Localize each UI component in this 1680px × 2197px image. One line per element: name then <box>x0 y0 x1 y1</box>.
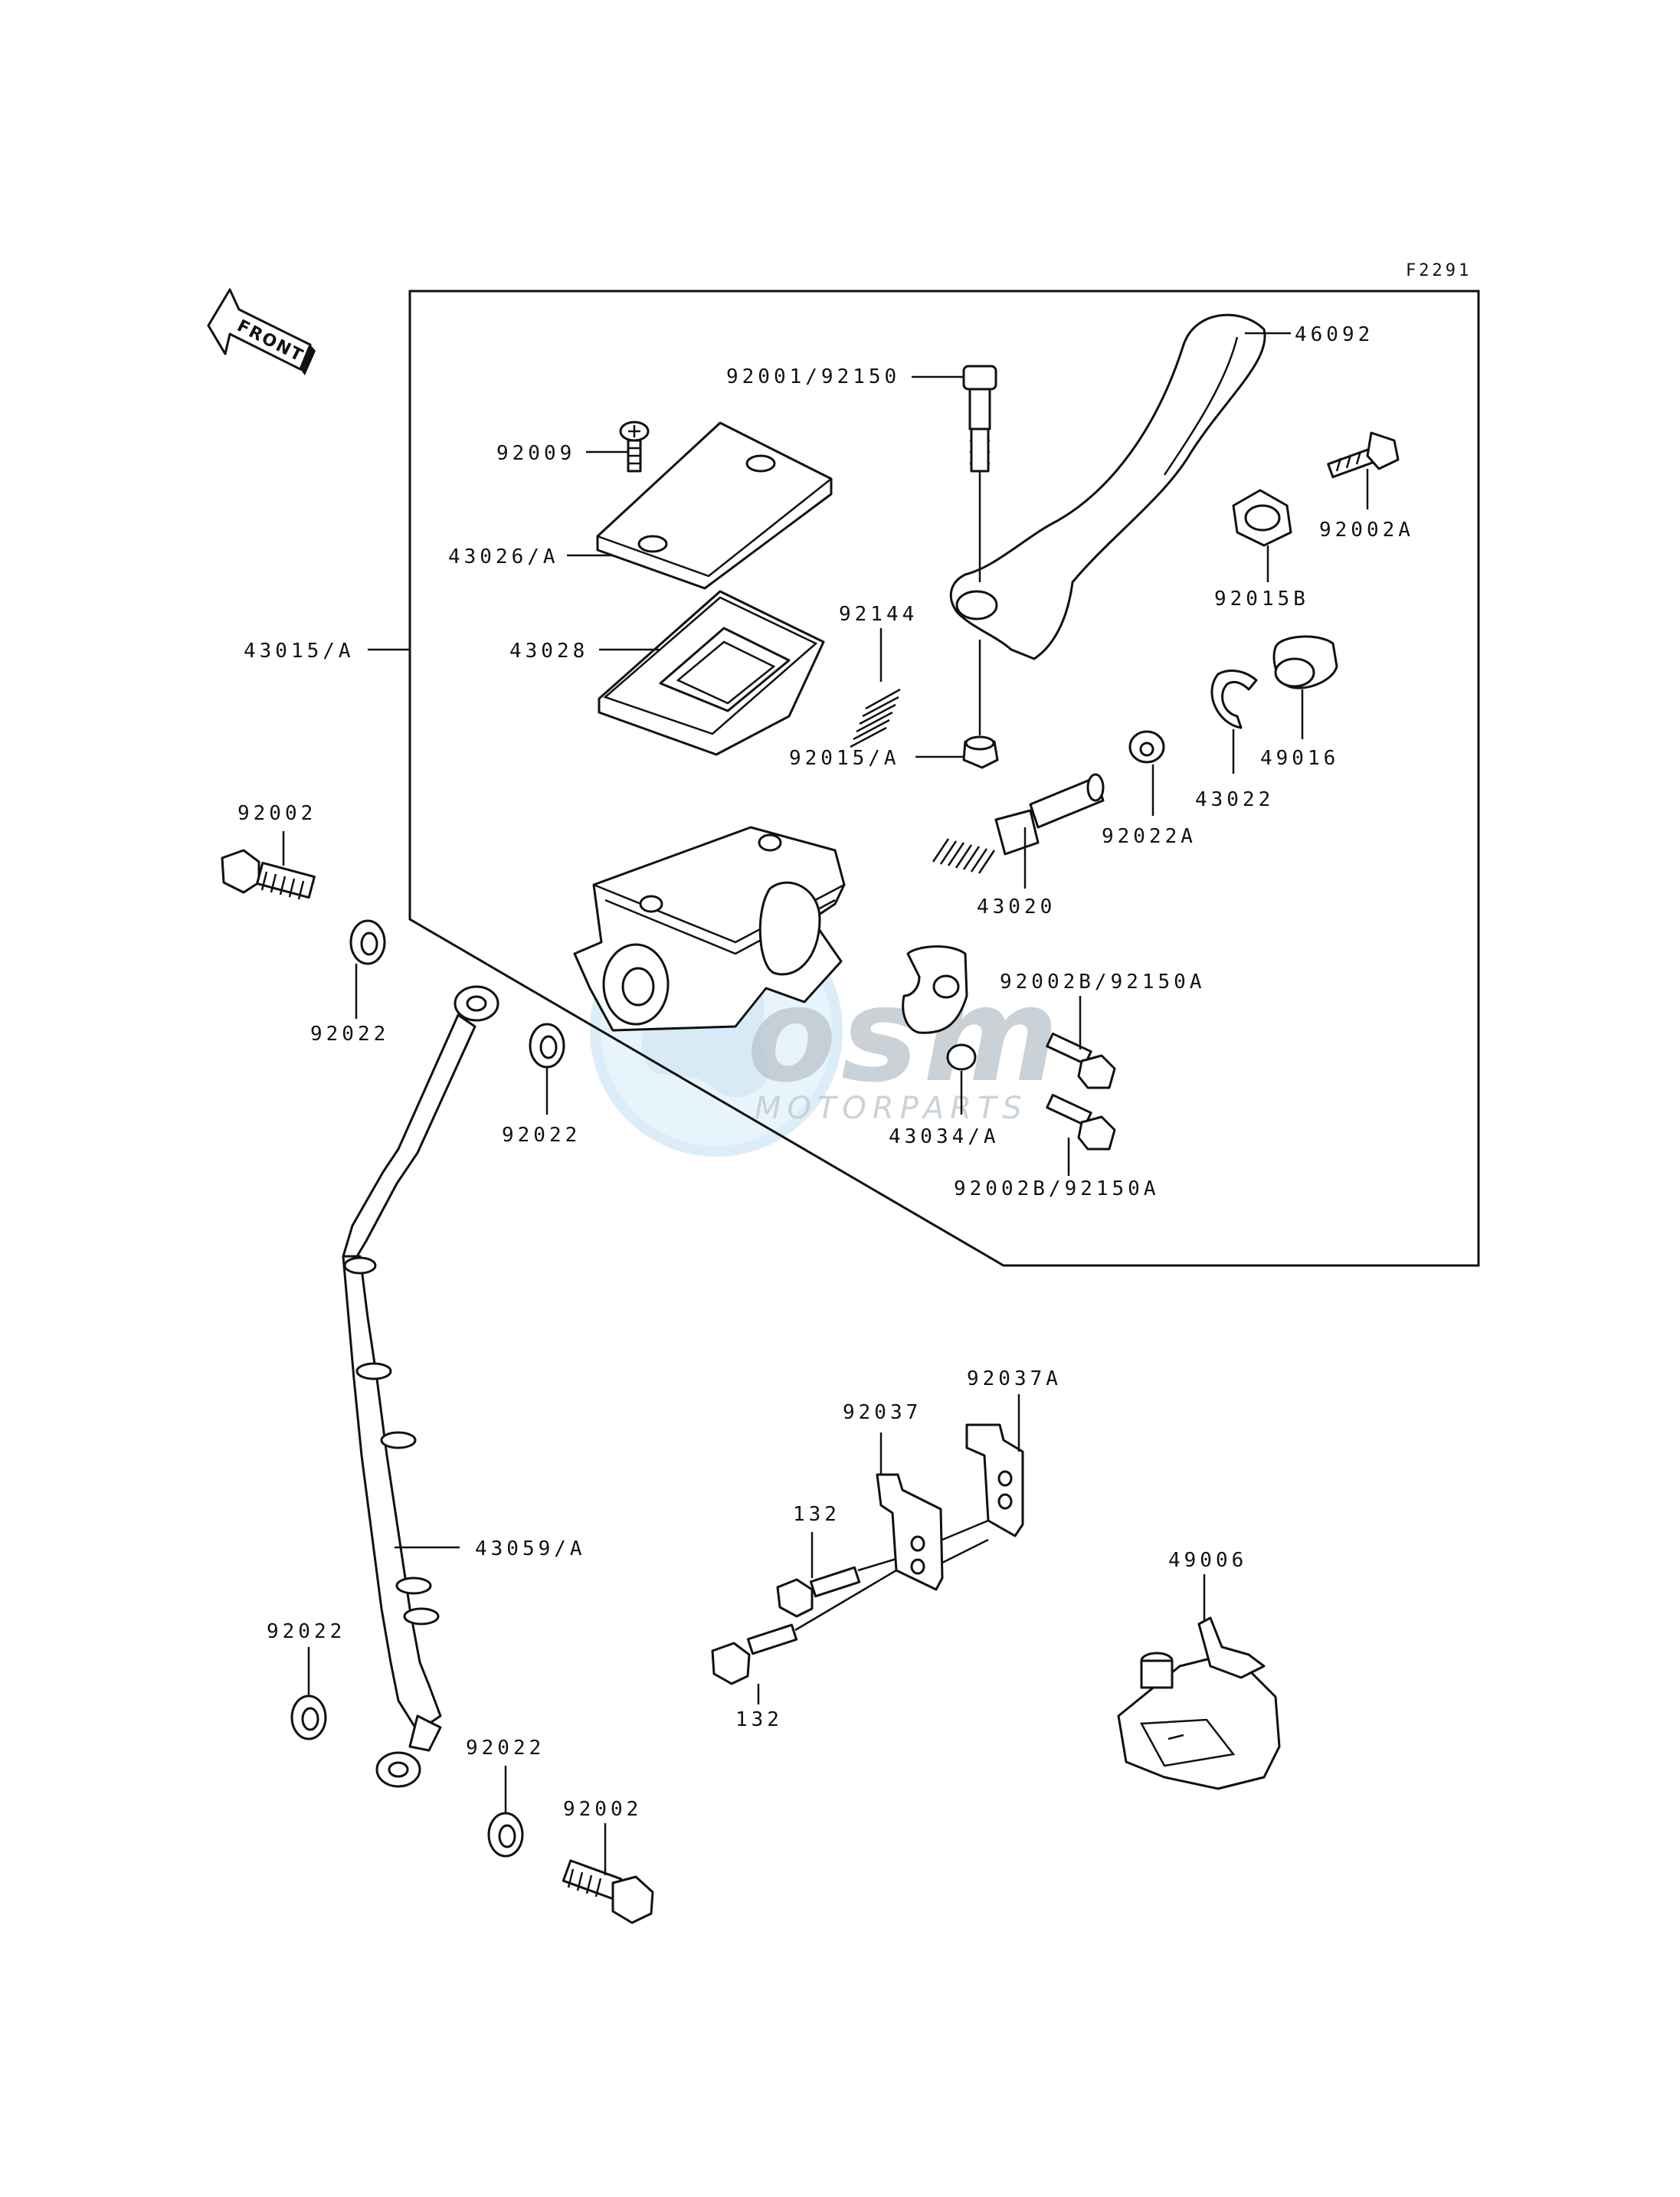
label-43059A: 43059/A <box>475 1537 586 1560</box>
banjo-bolt-upper <box>221 849 316 900</box>
clamp-bolt-upper <box>1046 1032 1116 1089</box>
label-43022: 43022 <box>1195 788 1274 811</box>
drawing-code: F2291 <box>1406 261 1472 280</box>
banjo-bolt-lower <box>562 1859 654 1924</box>
label-43020: 43020 <box>977 895 1056 918</box>
label-92037A: 92037A <box>967 1367 1062 1390</box>
assembly-frame <box>408 290 1480 1267</box>
label-92037: 92037 <box>843 1401 922 1424</box>
label-92009: 92009 <box>496 442 575 465</box>
label-43034A: 43034/A <box>889 1125 1000 1148</box>
dust-boot <box>1272 635 1338 689</box>
label-43015A: 43015/A <box>244 640 355 663</box>
label-49016: 49016 <box>1260 747 1339 770</box>
reservoir-cap <box>596 421 833 590</box>
label-92022A: 92022A <box>1102 825 1197 848</box>
washer-upper-left <box>349 919 386 965</box>
brake-hose <box>342 985 499 1788</box>
washer-lower-mid <box>487 1812 524 1858</box>
handlebar-clamp <box>902 945 977 1071</box>
front-direction-arrow: FRONT <box>207 288 316 375</box>
lever-bolt <box>1327 431 1400 479</box>
washer-upper-mid <box>529 1023 565 1069</box>
bracket-screw-lower <box>711 1623 798 1685</box>
master-cylinder-body <box>573 826 846 1032</box>
label-92002B-92150A-top: 92002B/92150A <box>1000 971 1206 994</box>
label-92001-92150: 92001/92150 <box>726 365 900 388</box>
reservoir-diaphragm <box>598 590 825 756</box>
label-132-bottom: 132 <box>735 1708 783 1731</box>
lever-nut <box>1232 489 1292 547</box>
circlip <box>1210 670 1258 729</box>
brake-lever <box>949 313 1266 660</box>
switch-bracket-rear <box>965 1423 1024 1537</box>
label-92022-bottom-mid: 92022 <box>466 1737 545 1760</box>
label-49006: 49006 <box>1168 1549 1247 1572</box>
label-92015A: 92015/A <box>789 747 900 770</box>
label-92015B: 92015B <box>1214 588 1309 611</box>
label-92002-top: 92002 <box>237 802 316 825</box>
label-132-top: 132 <box>793 1503 840 1526</box>
washer-lower-left <box>290 1694 327 1740</box>
cap-screw <box>619 421 650 473</box>
leader-lines <box>282 332 1369 1875</box>
switch-bracket-front <box>876 1473 944 1591</box>
pivot-nut <box>962 735 999 769</box>
label-92002A: 92002A <box>1319 519 1414 542</box>
bracket-screw-upper <box>776 1566 861 1618</box>
label-92022-left: 92022 <box>310 1023 389 1046</box>
label-46092: 46092 <box>1295 323 1374 346</box>
clamp-bolt-lower <box>1046 1093 1116 1151</box>
label-92022-mid: 92022 <box>502 1124 581 1147</box>
brake-light-switch <box>1117 1616 1281 1790</box>
part-labels: 46092 92001/92150 92009 43026/A 92002A 4… <box>237 323 1414 1821</box>
label-92022-bottom-left: 92022 <box>267 1620 345 1643</box>
return-spring <box>850 688 901 748</box>
label-43026A: 43026/A <box>448 545 559 568</box>
pivot-bolt <box>962 365 997 473</box>
piston-assembly <box>932 773 1105 874</box>
label-43028: 43028 <box>509 640 588 663</box>
piston-washer <box>1128 730 1165 764</box>
label-92002-bottom: 92002 <box>563 1798 642 1821</box>
watermark-subtext: MOTORPARTS <box>755 1091 1028 1126</box>
label-92002B-92150A-bottom: 92002B/92150A <box>954 1177 1160 1200</box>
label-92144: 92144 <box>839 603 918 626</box>
